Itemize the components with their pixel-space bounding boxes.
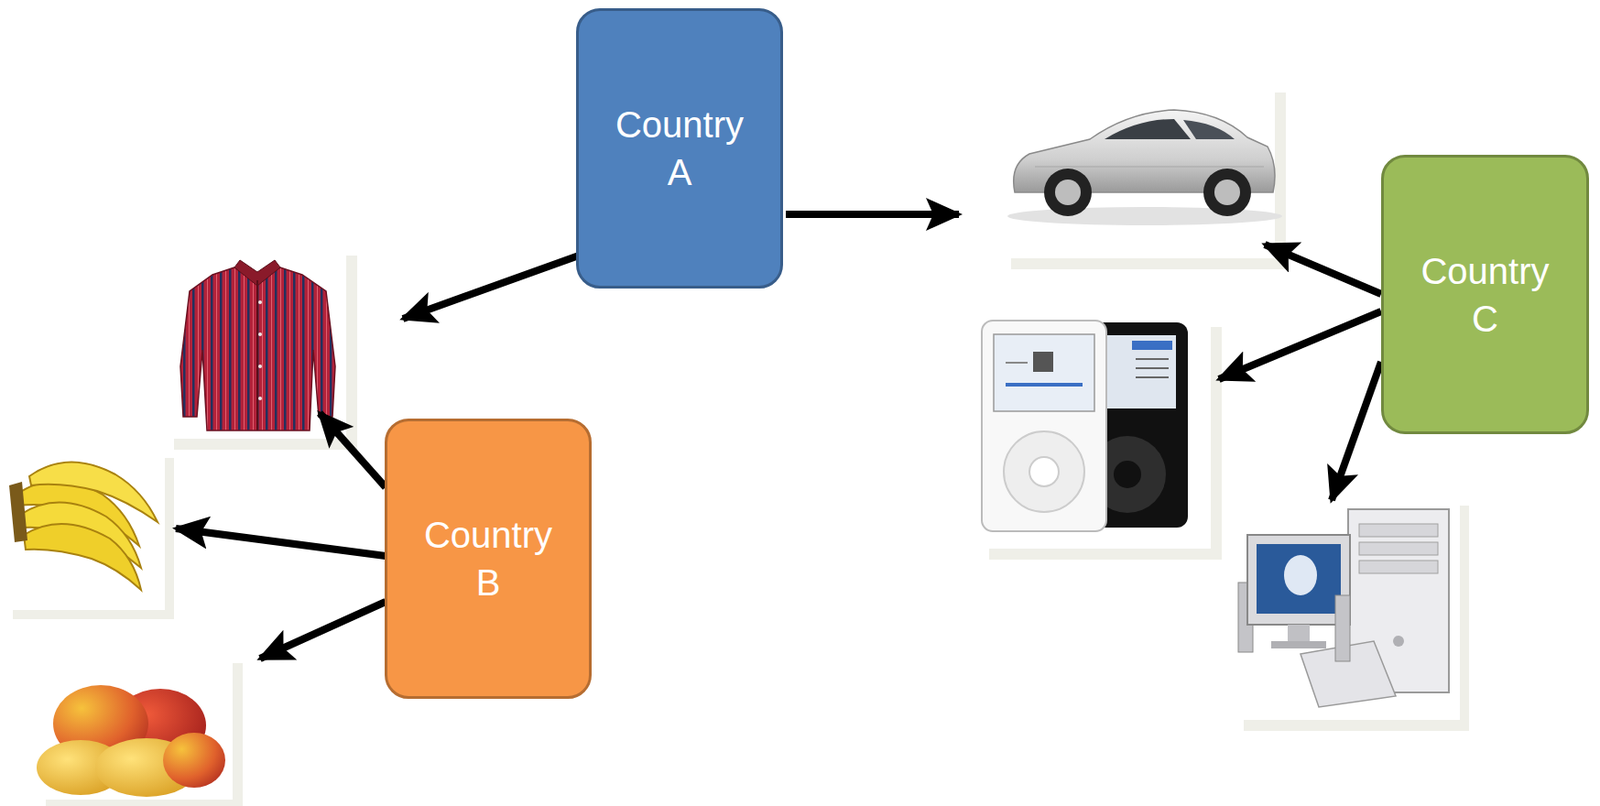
country-box: Country A xyxy=(576,8,784,289)
music-player-picture xyxy=(981,320,1188,532)
bananas-picture xyxy=(29,461,158,523)
export-arrows xyxy=(1331,361,1382,501)
music-player-picture xyxy=(993,334,1095,412)
shirt-picture xyxy=(258,332,262,337)
export-arrows xyxy=(319,413,386,488)
computer-picture xyxy=(1271,641,1327,649)
picture-panels xyxy=(35,653,233,800)
car-picture xyxy=(1034,165,1264,168)
shirt-picture xyxy=(180,267,336,431)
export-arrows xyxy=(175,528,386,556)
bananas-picture xyxy=(9,481,28,543)
country-label: Country A xyxy=(606,100,753,196)
shirt-picture xyxy=(258,396,262,401)
export-arrows xyxy=(1219,311,1382,380)
mangos-picture xyxy=(36,685,226,797)
country-box: Country C xyxy=(1381,154,1590,435)
car-picture xyxy=(1044,168,1092,217)
bananas-picture xyxy=(23,523,142,590)
export-arrows xyxy=(175,214,1382,659)
music-player-picture xyxy=(1135,358,1169,360)
computer-picture xyxy=(1335,595,1350,662)
music-player-picture xyxy=(1033,351,1054,372)
music-player-picture xyxy=(1113,460,1142,489)
computer-picture xyxy=(1393,635,1405,647)
country-label: Country C xyxy=(1412,247,1559,343)
music-player-picture xyxy=(981,320,1107,532)
computer-picture xyxy=(1359,523,1438,537)
music-player-picture xyxy=(1003,431,1085,512)
picture-panels xyxy=(1000,81,1275,259)
car-picture xyxy=(1183,119,1235,140)
picture-panels xyxy=(1234,494,1460,720)
car-picture xyxy=(1203,168,1252,217)
computer-picture xyxy=(1359,542,1438,556)
shirt-picture xyxy=(180,260,336,431)
shirt-picture xyxy=(256,280,259,431)
picture-panels xyxy=(978,315,1211,549)
computer-picture xyxy=(1247,534,1350,625)
export-arrows xyxy=(260,601,386,659)
export-arrows xyxy=(1264,244,1382,294)
music-player-picture xyxy=(1131,340,1173,350)
computer-picture xyxy=(1284,555,1318,596)
export-arrows xyxy=(785,210,959,218)
shirt-picture xyxy=(258,300,262,305)
picture-panels xyxy=(3,448,165,610)
picture-panels xyxy=(163,244,347,439)
music-player-picture xyxy=(1135,367,1169,370)
music-player-picture xyxy=(1005,382,1083,387)
computer-picture xyxy=(1287,624,1310,642)
country-box: Country B xyxy=(384,418,592,699)
bananas-picture xyxy=(23,523,142,590)
bananas-picture xyxy=(29,461,158,523)
car-picture xyxy=(1214,179,1241,206)
car-picture xyxy=(1104,119,1191,140)
computer-picture xyxy=(1256,544,1341,614)
computer-picture xyxy=(1359,560,1438,574)
music-player-picture xyxy=(1135,376,1169,379)
music-player-picture xyxy=(1005,361,1028,364)
country-label: Country B xyxy=(414,511,562,607)
car-picture xyxy=(1055,179,1081,206)
export-arrows xyxy=(402,255,579,319)
car-picture xyxy=(1007,109,1283,226)
music-player-picture xyxy=(1029,457,1059,487)
shirt-picture xyxy=(258,364,262,369)
mangos-picture xyxy=(163,732,226,788)
bananas-picture xyxy=(9,461,158,590)
computer-picture xyxy=(1238,509,1449,708)
